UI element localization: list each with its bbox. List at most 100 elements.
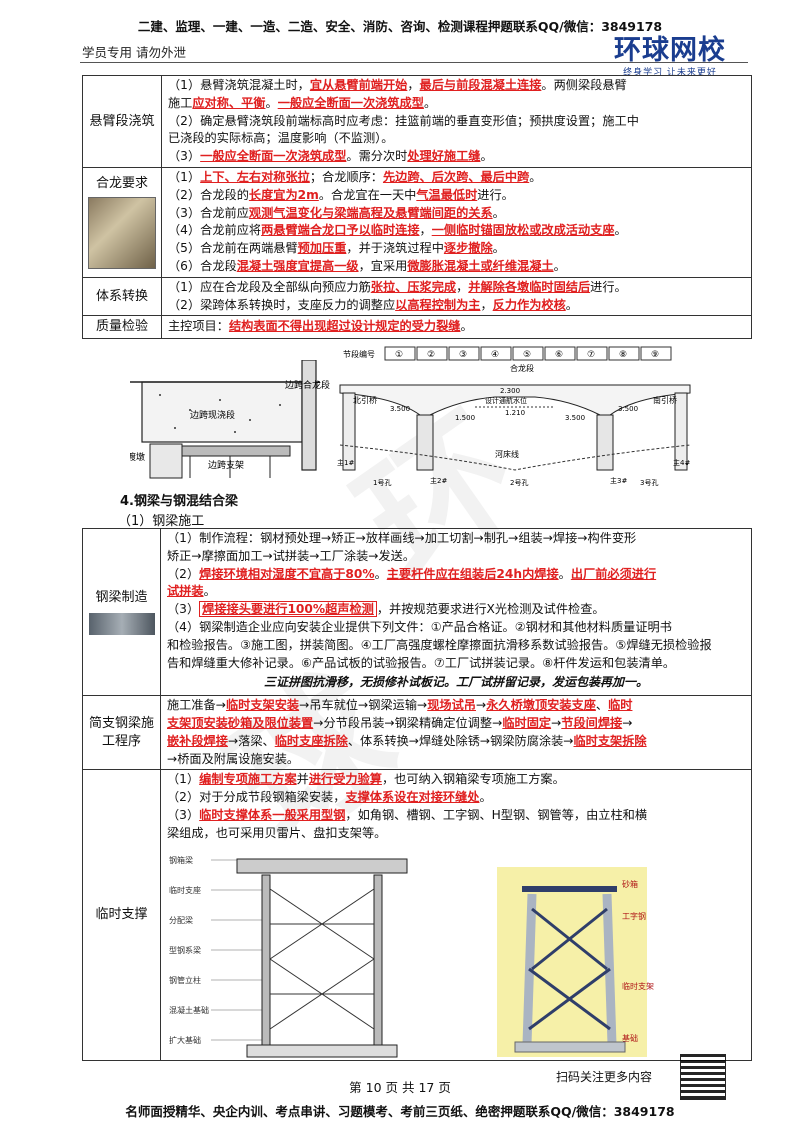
segment-number: ⑨ — [651, 350, 659, 360]
logo-name: 环球网校 — [614, 35, 726, 66]
hole-3-label: 3号孔 — [640, 479, 658, 487]
content-line: （6）合龙段混凝土强度宜提高一级，宜采用微膨胀混凝土或纤维混凝土。 — [168, 258, 745, 276]
body-text: 。 — [460, 319, 473, 334]
river-label: 河床线 — [495, 449, 519, 459]
row-label-text: 悬臂段浇筑 — [89, 113, 155, 129]
body-text: → — [622, 715, 633, 730]
qr-code — [680, 1054, 726, 1100]
body-text: 。 — [529, 169, 542, 184]
south-approach: 南引桥 — [653, 395, 677, 405]
key-point-text: 节段间焊接 — [561, 715, 623, 730]
hole-1-label: 1号孔 — [373, 479, 391, 487]
body-text: 。 — [423, 95, 437, 110]
body-text: ，并于浇筑过程中 — [346, 241, 444, 256]
body-text: 。 — [479, 790, 492, 805]
side-span-closure-figure: 边跨现浇段 边跨合龙段 过渡墩 边跨支架 — [130, 360, 330, 479]
dim-3: 1.500 — [455, 414, 475, 422]
body-text: （2）合龙段的 — [168, 187, 249, 202]
segment-box — [416, 346, 448, 361]
body-text: ， — [480, 297, 493, 312]
content-line: （2）对于分成节段钢箱梁安装，支撑体系设在对接环缝处。 — [167, 789, 745, 807]
key-point-text: 观测气温变化与梁端高程及悬臂端间距的关系 — [248, 205, 493, 220]
content-line: （4）钢梁制造企业应向安装企业提供下列文件：①产品合格证。②钢材和其他材料质量证… — [167, 619, 745, 637]
body-text: 。 — [203, 584, 216, 599]
segment-number: ② — [427, 350, 435, 360]
steel-pipe-column — [261, 874, 271, 1046]
body-text: →分节段吊装→钢梁精确定位调整→ — [313, 715, 503, 730]
key-point-text: 长度宜为2m — [248, 187, 319, 202]
body-text: ；合龙顺序： — [309, 169, 383, 184]
body-text: 施工准备→ — [167, 698, 226, 713]
content-line: （2）梁跨体系转换时，支座反力的调整应以高程控制为主，反力作为校核。 — [168, 297, 745, 315]
pier-3-label: 主3# — [610, 476, 627, 485]
body-text: （2） — [167, 566, 200, 581]
key-point-text: 临时支架拆除 — [573, 733, 647, 748]
key-point-text: 结构表面不得出现超过设计规定的受力裂缝 — [228, 319, 461, 334]
north-approach: 北引桥 — [353, 395, 377, 405]
content-line: 施工应对称、平衡。一般应全断面一次浇筑成型。 — [168, 95, 745, 113]
dim-1: 3.500 — [390, 405, 410, 413]
render-callout-label: 基础 — [622, 1033, 638, 1043]
body-text: 施工 — [168, 95, 193, 110]
pier-4-label: 主4# — [673, 458, 690, 467]
key-point-text: 一般应全断面一次浇筑成型 — [277, 95, 424, 110]
body-text: ， — [407, 78, 420, 92]
label-side-support: 边跨支架 — [208, 459, 244, 471]
segment-number: ① — [395, 350, 403, 360]
row-content: （1）应在合龙段及全部纵向预应力筋张拉、压浆完成，并解除各墩临时固结后进行。（2… — [161, 276, 752, 317]
table-row: 体系转换（1）应在合龙段及全部纵向预应力筋张拉、压浆完成，并解除各墩临时固结后进… — [82, 276, 752, 317]
body-text: （5）合龙前在两端悬臂 — [168, 241, 298, 256]
body-text: 告和焊缝重大修补记录。⑥产品试板的试验报告。⑦工厂试拼装记录。⑧杆件发运和包装清… — [167, 655, 676, 670]
steel-yard-photo — [88, 612, 155, 635]
body-text: （1） — [167, 772, 200, 787]
content-line: →桥面及附属设施安装。 — [167, 751, 745, 769]
label-side-closure: 边跨合龙段 — [285, 379, 330, 391]
row-content: 施工准备→临时支架安装→吊车就位→钢梁运输→现场试吊→永久桥墩顶安装支座、临时支… — [160, 695, 752, 771]
body-text: ，如角钢、槽钢、工字钢、H型钢、钢管等，由立柱和横 — [345, 807, 648, 822]
header-banner: 二建、监理、一建、一造、二造、安全、消防、咨询、检测课程押题联系QQ/微信：38… — [137, 19, 663, 34]
body-text: （3） — [167, 602, 200, 617]
seg-header: 节段编号 — [343, 349, 375, 359]
content-line: 已浇段的实际标高；温度影响（不监测）。 — [168, 130, 745, 148]
row-label-text: 质量检验 — [95, 319, 148, 335]
closure-segment — [301, 360, 317, 471]
content-line: （3）临时支撑体系一般采用型钢，如角钢、槽钢、工字钢、H型钢、钢管等，由立柱和横 — [167, 807, 745, 825]
key-point-text: 以高程控制为主 — [395, 297, 481, 312]
body-text: ，并按规范要求进行X光检测及试件检查。 — [376, 602, 605, 617]
row-label: 钢梁制造 — [82, 527, 161, 697]
segment-box — [608, 346, 640, 361]
segment-box — [640, 346, 672, 361]
key-point-text: 并解除各墩临时固结后 — [468, 279, 591, 294]
box-girder-profile — [339, 384, 691, 416]
content-line: （5）合龙前在两端悬臂预加压重，并于浇筑过程中逐步撤除。 — [168, 240, 745, 258]
key-point-text: 气温最低时 — [416, 187, 478, 202]
body-text: （1）应在合龙段及全部纵向预应力筋 — [168, 279, 371, 294]
segment-box — [512, 346, 544, 361]
figure-callout-label: 混凝土基础 — [169, 1005, 209, 1015]
row-label: 临时支撑 — [82, 769, 161, 1061]
closure-site-photo — [88, 197, 156, 270]
key-point-text: 先边跨、后次跨、最后中跨 — [382, 169, 530, 184]
segment-box — [384, 346, 416, 361]
key-point-text: 临时固定 — [502, 715, 552, 730]
body-text: （1）制作流程：钢材预处理→矫正→放样画线→加工切割→制孔→组装→焊接→构件变形 — [167, 531, 637, 545]
content-line: （1）上下、左右对称张拉；合龙顺序：先边跨、后次跨、最后中跨。 — [168, 169, 745, 187]
body-text: 已浇段的实际标高；温度影响（不监测）。 — [168, 131, 394, 146]
row-content: （1）悬臂浇筑混凝土时，宜从悬臂前端开始，最后与前段混凝土连接。两侧梁段悬臂施工… — [161, 75, 752, 168]
key-point-text: 出厂前必须进行 — [570, 566, 657, 581]
body-text: ， — [419, 223, 432, 238]
body-text: ，宜采用 — [358, 258, 408, 273]
key-point-text: 张拉、压浆完成 — [370, 279, 457, 294]
content-line: （3）合龙前应观测气温变化与梁端高程及悬臂端间距的关系。 — [168, 205, 745, 223]
side-span-casting-block — [141, 381, 303, 443]
content-line: （2）合龙段的长度宜为2m。合龙宜在一天中气温最低时进行。 — [168, 187, 745, 205]
body-text: ，也可纳入钢箱梁专项施工方案。 — [381, 772, 565, 787]
pier-3 — [596, 414, 614, 471]
body-text: →吊车就位→钢梁运输→ — [299, 698, 428, 713]
render-callout-label: 砂箱 — [622, 879, 638, 889]
body-text: （1） — [168, 169, 201, 184]
body-text: → — [475, 698, 487, 713]
row-label: 悬臂段浇筑 — [82, 75, 162, 168]
key-point-text: 应对称、平衡 — [192, 95, 266, 110]
key-point-text: 进行受力验算 — [308, 772, 382, 787]
